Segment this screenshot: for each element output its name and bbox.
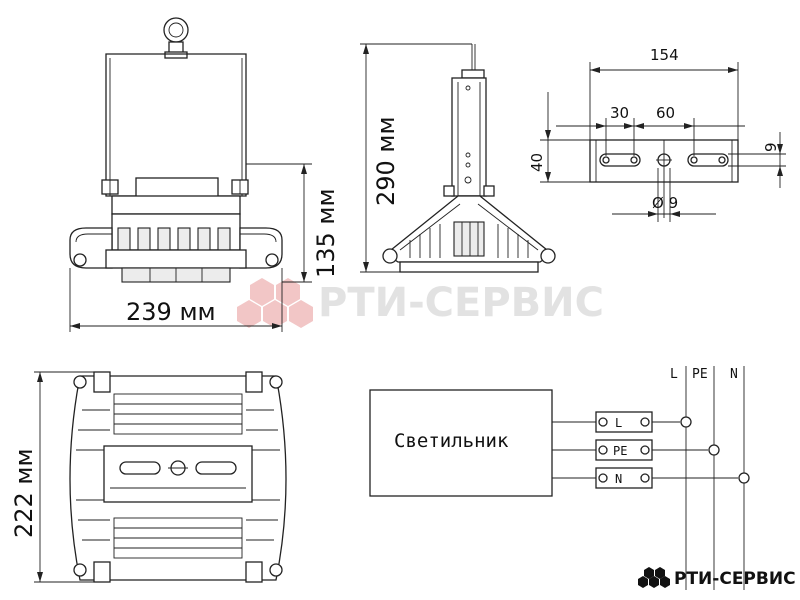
terminal-pe-label: PE — [613, 444, 627, 458]
bus-label-pe: PE — [692, 367, 708, 382]
side-bracket-arm — [451, 77, 487, 197]
bus-label-l: L — [670, 367, 678, 382]
bracket-plate — [105, 53, 247, 197]
terminal-n-label: N — [615, 472, 622, 486]
plan-fin-grid — [76, 393, 280, 559]
dimension-slot-9: 9 — [728, 132, 786, 188]
side-view: 290 мм — [360, 43, 556, 273]
plan-view: 222 мм — [10, 371, 287, 583]
dimension-front-height: 135 мм — [246, 163, 340, 283]
device-label: Светильник — [394, 430, 509, 452]
heatsink-fins — [111, 213, 241, 251]
dim-60-label: 60 — [656, 104, 675, 122]
dimension-plan-depth: 222 мм — [10, 371, 94, 583]
brand-logo: РТИ-СЕРВИС — [638, 567, 796, 589]
watermark-text: РТИ-СЕРВИС — [318, 280, 604, 326]
slot-left — [599, 153, 641, 167]
terminal-l — [595, 411, 653, 433]
logo-text: РТИ-СЕРВИС — [674, 569, 796, 589]
bus-label-n: N — [730, 367, 738, 382]
dimension-40: 40 — [528, 92, 590, 183]
dimension-154: 154 — [589, 46, 739, 140]
watermark-hex-icon — [237, 278, 313, 328]
dimension-front-width: 239 мм — [69, 268, 283, 332]
dimension-side-height: 290 мм — [360, 43, 472, 273]
dimension-hole-9: Ø 9 — [612, 168, 716, 222]
logo-hex-icon — [638, 567, 670, 588]
terminal-l-label: L — [615, 416, 622, 430]
wiring-schematic: Светильник L PE N L PE N — [369, 366, 750, 590]
terminal-n — [595, 467, 653, 489]
watermark: РТИ-СЕРВИС — [237, 278, 604, 328]
dim-154-label: 154 — [650, 46, 679, 64]
side-fins — [409, 224, 529, 258]
dim-slot-9-label: 9 — [762, 142, 780, 152]
front-view: 135 мм 239 мм — [69, 17, 340, 332]
dimension-30-60: 30 60 — [556, 104, 745, 156]
front-height-label: 135 мм — [312, 188, 340, 278]
front-width-label: 239 мм — [126, 298, 216, 326]
dim-30-label: 30 — [610, 104, 629, 122]
dim-hole-9-label: Ø 9 — [652, 194, 678, 212]
device-box — [369, 389, 553, 497]
dim-40-label: 40 — [528, 153, 546, 172]
hanging-eye — [163, 17, 189, 43]
side-height-label: 290 мм — [372, 116, 400, 206]
bracket-detail: 154 30 60 40 — [528, 46, 786, 222]
plan-depth-label: 222 мм — [10, 448, 38, 538]
slot-right — [687, 153, 729, 167]
